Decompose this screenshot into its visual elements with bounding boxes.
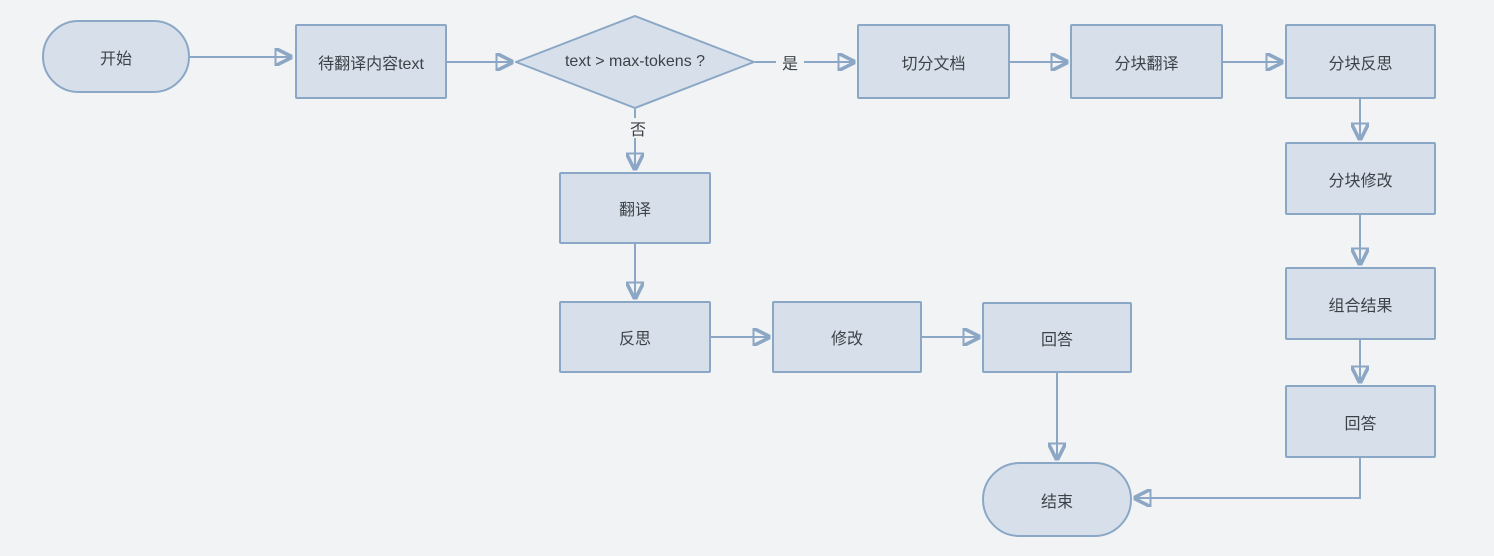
decision-diamond-shape: [515, 15, 755, 109]
node-input-text[interactable]: 待翻译内容text: [295, 24, 447, 99]
node-answer-direct[interactable]: 回答: [982, 302, 1132, 373]
node-answer-chunked-label: 回答: [1344, 415, 1377, 433]
edge-label-yes: 是: [776, 52, 804, 73]
edge-label-no: 否: [624, 118, 652, 139]
node-split-doc[interactable]: 切分文档: [857, 24, 1010, 99]
node-reflect[interactable]: 反思: [559, 301, 711, 373]
node-input-text-label: 待翻译内容text: [318, 55, 424, 73]
node-answer-chunked[interactable]: 回答: [1285, 385, 1436, 458]
node-split-doc-label: 切分文档: [901, 55, 966, 73]
node-chunk-revise-label: 分块修改: [1328, 172, 1393, 190]
node-revise[interactable]: 修改: [772, 301, 922, 373]
node-chunk-translate-label: 分块翻译: [1114, 55, 1179, 73]
node-chunk-revise[interactable]: 分块修改: [1285, 142, 1436, 215]
node-chunk-reflect-label: 分块反思: [1328, 55, 1393, 73]
node-chunk-translate[interactable]: 分块翻译: [1070, 24, 1223, 99]
node-answer-direct-label: 回答: [1040, 331, 1073, 349]
node-start-label: 开始: [99, 50, 132, 68]
node-translate[interactable]: 翻译: [559, 172, 711, 244]
node-reflect-label: 反思: [618, 331, 651, 348]
node-decision-label: text > max-tokens ?: [564, 53, 706, 70]
node-revise-label: 修改: [830, 331, 863, 348]
node-start[interactable]: 开始: [42, 20, 190, 93]
node-combine-results-label: 组合结果: [1328, 297, 1393, 315]
node-combine-results[interactable]: 组合结果: [1285, 267, 1436, 340]
edge-answer-chunked-to-end: [1136, 458, 1361, 498]
node-chunk-reflect[interactable]: 分块反思: [1285, 24, 1436, 99]
node-end[interactable]: 结束: [982, 462, 1132, 537]
node-decision[interactable]: text > max-tokens ?: [515, 15, 755, 109]
node-translate-label: 翻译: [618, 202, 651, 219]
node-end-label: 结束: [1040, 493, 1073, 511]
